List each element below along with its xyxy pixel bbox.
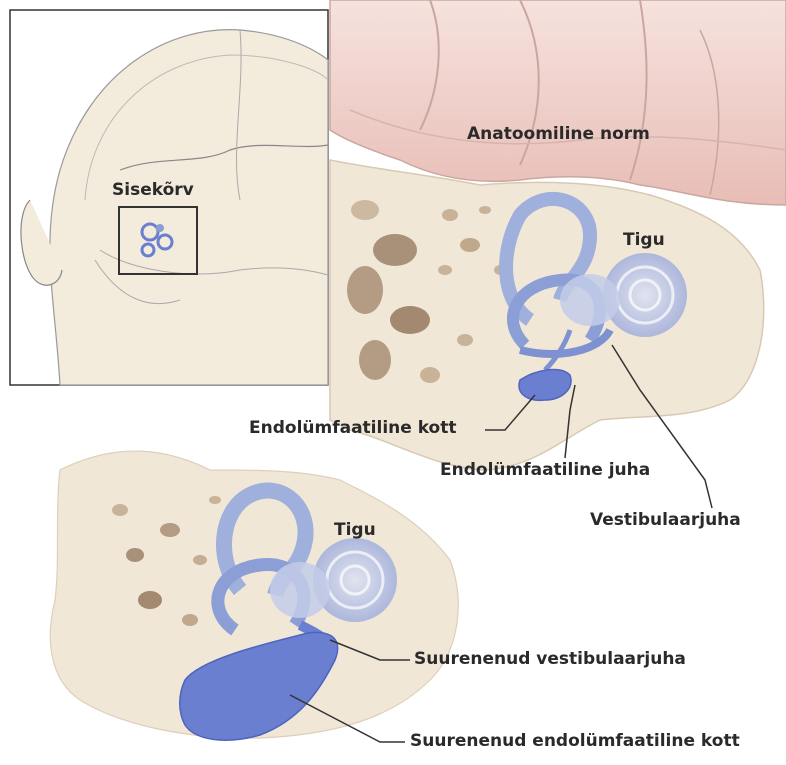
label-anatomical-norm: Anatoomiline norm	[467, 126, 650, 143]
enlarged-anatomy-panel	[50, 451, 458, 740]
label-endolymphatic-duct: Endolümfaatiline juha	[440, 462, 650, 479]
label-cochlea-bottom: Tigu	[334, 522, 376, 539]
normal-anatomy-panel	[330, 0, 786, 470]
label-cochlea-top: Tigu	[623, 232, 665, 249]
label-endolymphatic-sac: Endolümfaatiline kott	[249, 420, 457, 437]
label-enlarged-endolymphatic-sac: Suurenenud endolümfaatiline kott	[410, 733, 740, 750]
label-enlarged-vestibular-aqueduct: Suurenenud vestibulaarjuha	[414, 651, 686, 668]
label-vestibular-aqueduct: Vestibulaarjuha	[590, 512, 741, 529]
label-inner-ear: Sisekõrv	[112, 182, 194, 199]
